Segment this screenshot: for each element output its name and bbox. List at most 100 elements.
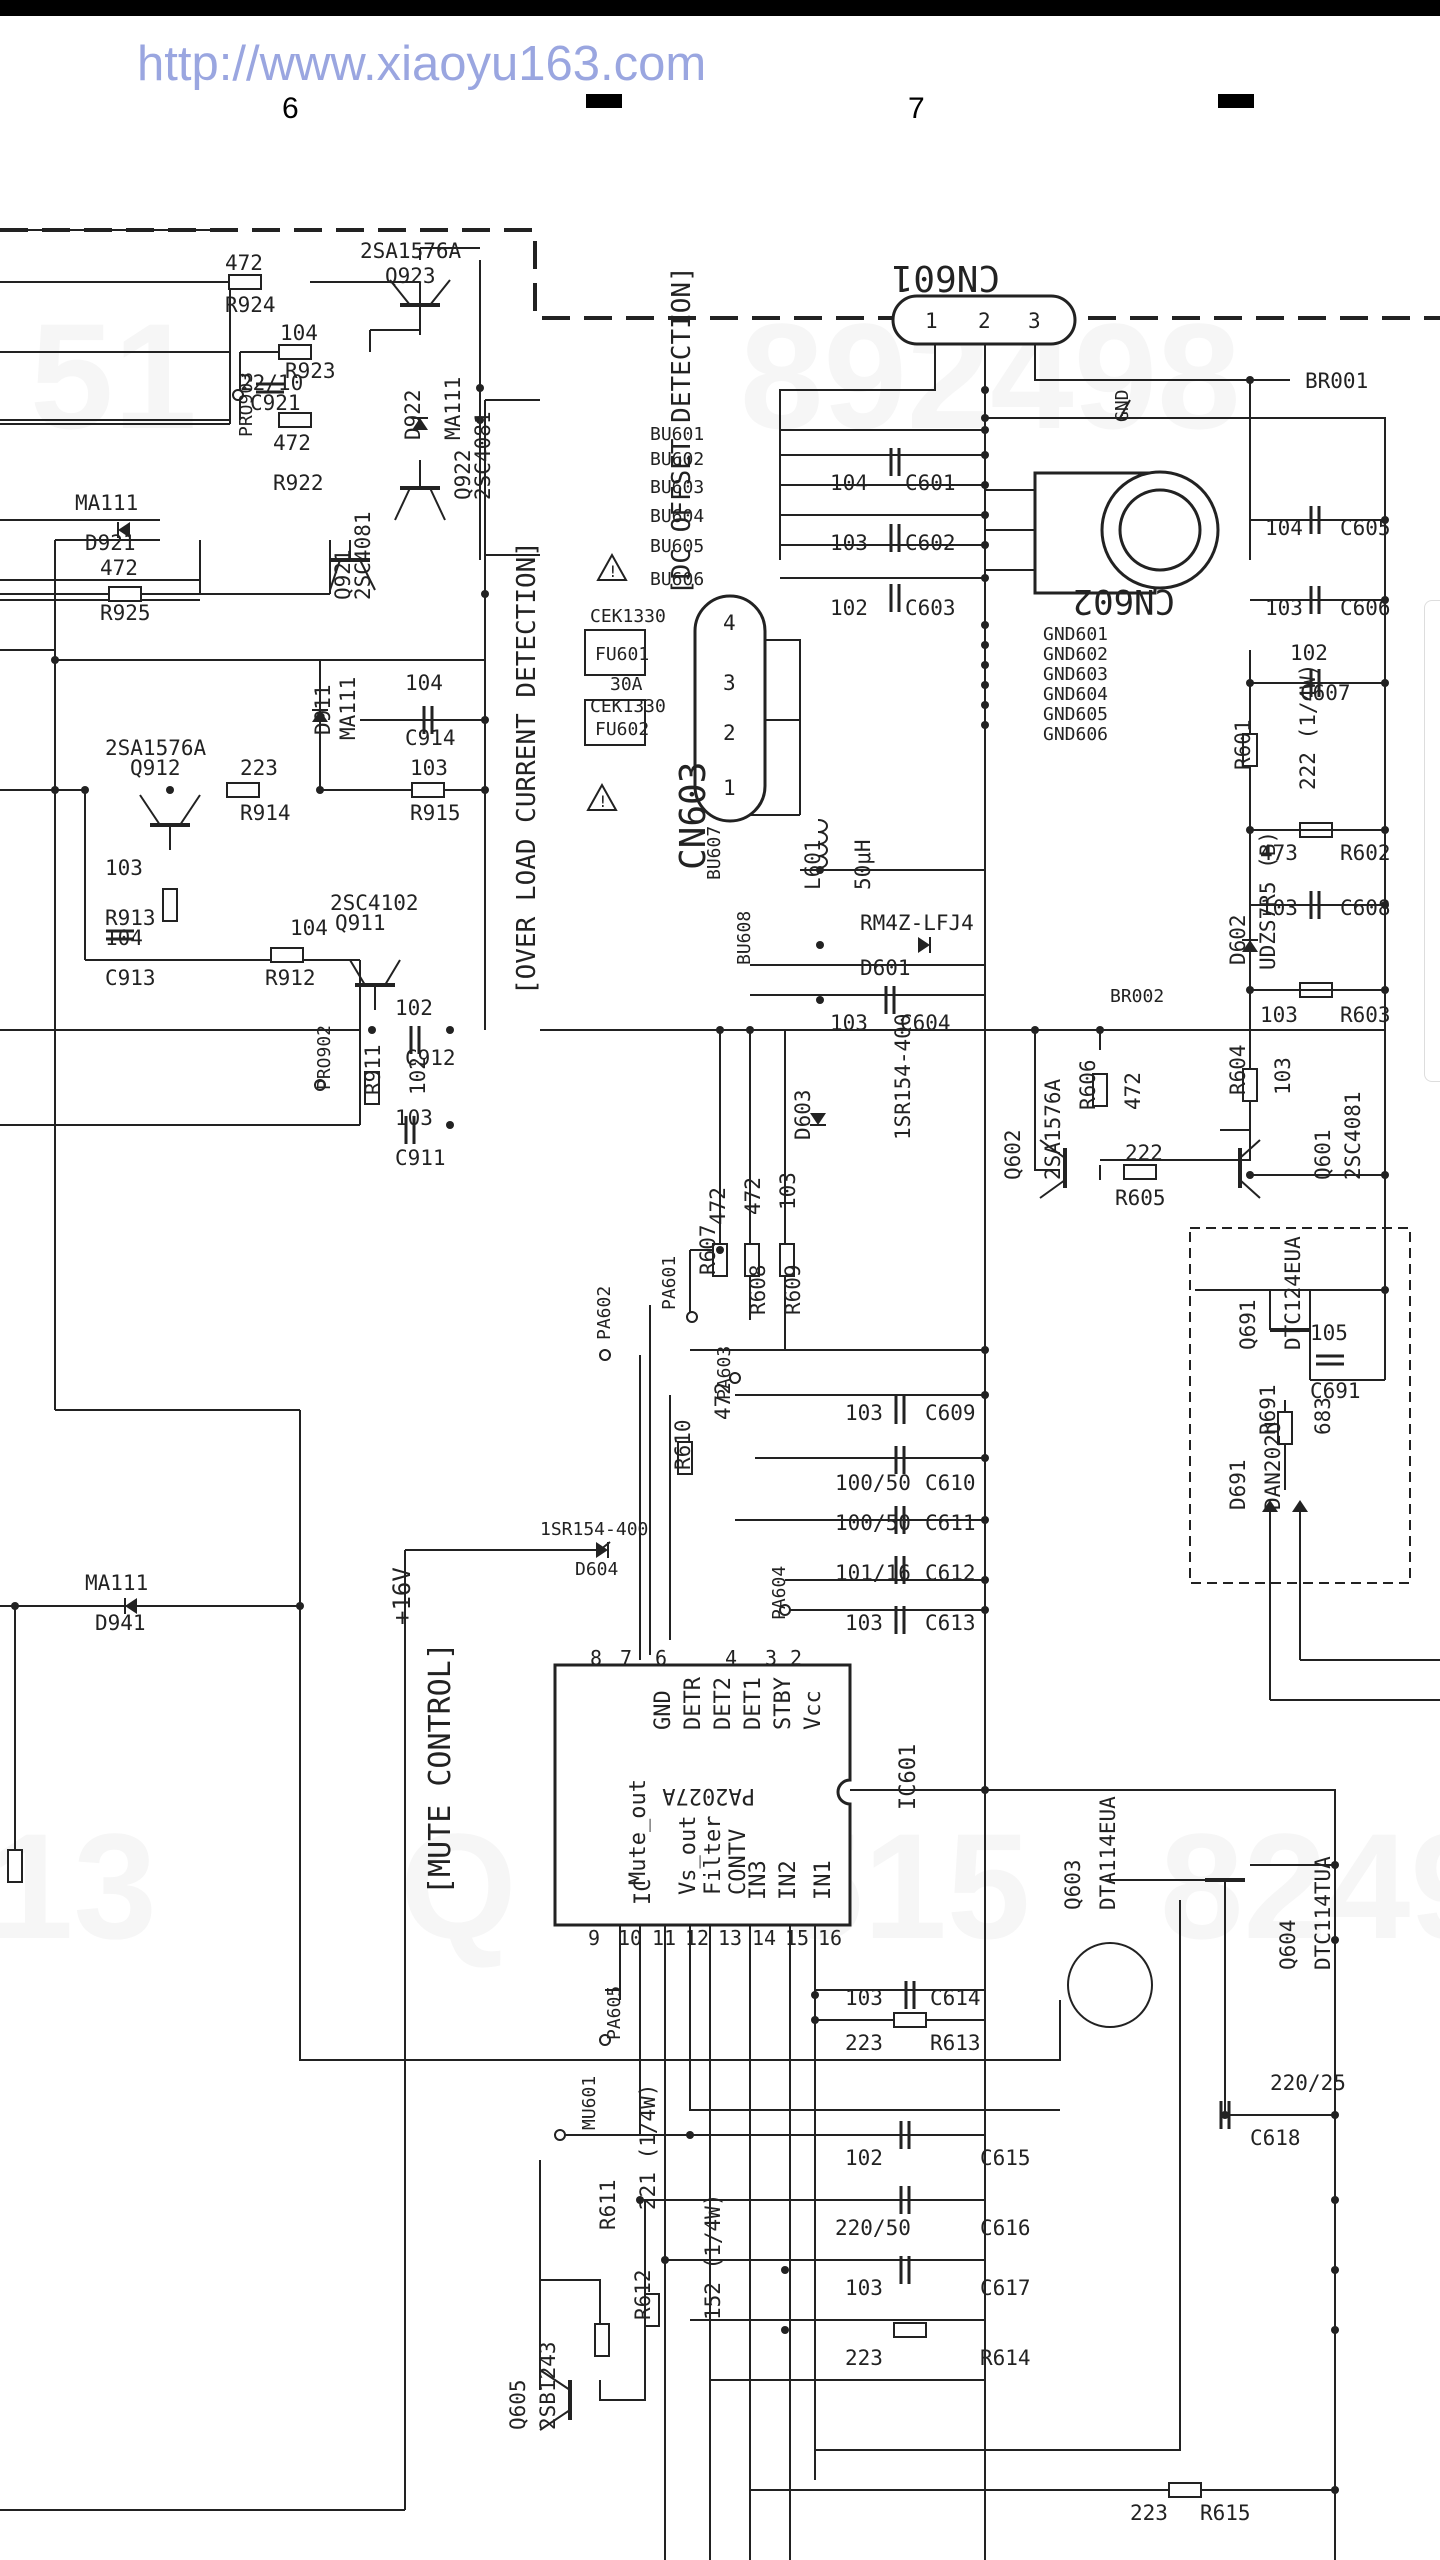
label-bu608: BU608	[734, 911, 755, 965]
label-r691-value: 683	[1311, 1397, 1335, 1435]
ic601-pin-det1: DET1	[741, 1677, 766, 1730]
diode-d921	[117, 522, 130, 538]
column-number-7: 7	[908, 92, 925, 125]
label-r608-value: 472	[741, 1177, 765, 1215]
label-c616-value: 220/50	[835, 2216, 911, 2240]
label-r914: R914	[240, 801, 291, 825]
ic601-pin-num-16: 16	[818, 1926, 842, 1950]
label-r913-value: 103	[105, 856, 143, 880]
label-cn601-pin1: 1	[925, 309, 938, 333]
label-c618-value: 220/25	[1270, 2071, 1346, 2095]
connector-cn603	[693, 594, 767, 823]
label-q923: Q923	[385, 264, 436, 288]
label-r601: R601	[1231, 719, 1255, 770]
label-c604: C604	[900, 1011, 951, 1035]
label-c608-value: 103	[1260, 896, 1298, 920]
label-q911-part: 2SC4102	[330, 891, 419, 915]
capacitor-c614	[904, 1979, 916, 2011]
label-fu601: FU601	[595, 644, 649, 665]
label-pa601: PA601	[659, 1256, 680, 1310]
resistor-r615	[1168, 2482, 1202, 2498]
label-r613: R613	[930, 2031, 981, 2055]
fuse-fu601	[584, 629, 646, 676]
title-mute-control: [MUTE CONTROL]	[423, 1642, 458, 1895]
label-cn601: CN601	[892, 257, 1000, 298]
label-br002: BR002	[1110, 986, 1164, 1007]
label-c921-value: 22/10	[240, 371, 303, 395]
label-q605: Q605	[506, 2379, 530, 2430]
fuse-fu602	[584, 699, 646, 746]
diode-d602	[1242, 939, 1258, 952]
pad-pa602	[599, 1349, 611, 1361]
svg-text:!: !	[598, 792, 608, 811]
label-c615: C615	[980, 2146, 1031, 2170]
diode-d601	[918, 937, 931, 953]
label-c911-value: 103	[395, 1106, 433, 1130]
transistor-q601	[1238, 1139, 1261, 1199]
ic601-pin-num-6: 6	[655, 1646, 667, 1670]
transistor-q605	[539, 2369, 572, 2431]
label-r925: R925	[100, 601, 151, 625]
source-url-link[interactable]: http://www.xiaoyu163.com	[137, 37, 707, 91]
label-c612: C612	[925, 1561, 976, 1585]
ic601-pin-num-4: 4	[725, 1646, 737, 1670]
label-r607: R607	[696, 1224, 720, 1275]
label-r911-value: 102	[406, 1057, 430, 1095]
label-c913-value: 104	[105, 926, 143, 950]
label-c614: C614	[930, 1986, 981, 2010]
label-c606: C606	[1340, 596, 1391, 620]
resistor-r914	[226, 782, 260, 798]
column-number-6: 6	[282, 92, 299, 125]
pad-mu601	[554, 2129, 566, 2141]
registration-mark	[1218, 94, 1254, 108]
ic601-pin-vcc: Vcc	[801, 1690, 826, 1730]
label-c616: C616	[980, 2216, 1031, 2240]
label-r613-value: 223	[845, 2031, 883, 2055]
ic601-pin-num-7: 7	[620, 1646, 632, 1670]
scrollbar-handle[interactable]	[1424, 600, 1440, 1082]
label-ic601-part: PA2027A	[662, 1783, 755, 1808]
resistor-r605	[1123, 1164, 1157, 1180]
label-c618: C618	[1250, 2126, 1301, 2150]
label-q921: Q921	[331, 549, 355, 600]
label-fu602: FU602	[595, 719, 649, 740]
label-fu601-part: CEK1330	[590, 606, 666, 627]
label-r925-value: 472	[100, 556, 138, 580]
connector-cn602	[985, 470, 1220, 595]
label-mu601: MU601	[579, 2076, 600, 2130]
label-c607-value: 102	[1290, 641, 1328, 665]
pad-pa601	[686, 1311, 698, 1323]
ic601-pin-num-3: 3	[765, 1646, 777, 1670]
label-c610: C610	[925, 1471, 976, 1495]
resistor-r613	[893, 2012, 927, 2028]
label-r912-value: 104	[290, 916, 328, 940]
ic601-pin-detr: DETR	[681, 1676, 706, 1730]
ic601-pin-in3: IN3	[746, 1860, 771, 1900]
label-r608: R608	[746, 1264, 770, 1315]
label-r607-value: 472	[706, 1187, 730, 1225]
label-r614: R614	[980, 2346, 1031, 2370]
label-c609: C609	[925, 1401, 976, 1425]
label-d911: D911	[311, 684, 335, 735]
label-r604: R604	[1226, 1044, 1250, 1095]
label-c602-value: 103	[830, 531, 868, 555]
label-r602: R602	[1340, 841, 1391, 865]
label-r603: R603	[1340, 1003, 1391, 1027]
capacitor-c601	[889, 446, 901, 478]
label-r915-value: 103	[410, 756, 448, 780]
transistor-q603	[1067, 1942, 1153, 2028]
label-cn603-pin1: 1	[723, 776, 736, 800]
label-q922: Q922	[451, 449, 475, 500]
label-gnd603: GND603	[1043, 664, 1108, 685]
label-q691-part: DTC124EUA	[1281, 1236, 1305, 1350]
resistor-r611	[594, 2323, 610, 2357]
resistor-r912	[270, 947, 304, 963]
label-q601: Q601	[1311, 1129, 1335, 1180]
label-c601-value: 104	[830, 471, 868, 495]
capacitor-c610	[894, 1444, 906, 1476]
ic601-pin-num-10: 10	[618, 1926, 642, 1950]
warning-icon: !	[586, 782, 618, 811]
label-c607: C607	[1300, 681, 1351, 705]
label-gnd: GND	[1112, 389, 1133, 422]
ic601-pin-contv: CONTV	[726, 1829, 751, 1895]
